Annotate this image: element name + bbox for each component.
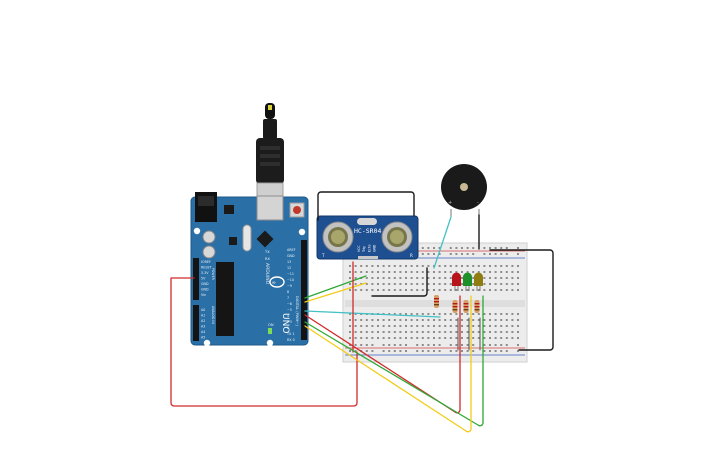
wires <box>170 191 554 433</box>
tx-label: TX <box>264 250 270 254</box>
arduino-label: ARDUINO <box>264 263 270 285</box>
pin-label: GND <box>201 288 209 292</box>
green-led[interactable] <box>463 272 472 292</box>
yellow-led[interactable] <box>474 272 483 292</box>
usb-cable[interactable] <box>256 103 284 220</box>
pin-label: AREF <box>287 248 296 252</box>
wire-black-sensor-gnd[interactable] <box>317 191 415 221</box>
wire-yellow-echo[interactable] <box>304 282 367 303</box>
sensor-pin-label: Trig <box>362 246 366 253</box>
sensor-r-label: R <box>410 253 413 258</box>
pin-label: A0 <box>201 308 205 312</box>
pin-label: ~6 <box>287 302 292 306</box>
wire-red-5v[interactable] <box>170 277 358 407</box>
uno-label: UNO <box>280 313 290 333</box>
rx-label: RX <box>265 257 270 261</box>
pin-label: Vin <box>201 293 206 297</box>
power-header-title: POWER <box>211 268 215 281</box>
atmega-chip <box>216 262 234 336</box>
pin-label: 7 <box>287 296 289 300</box>
pin-label: 4 <box>287 314 289 318</box>
pin-label: ~11 <box>287 272 294 276</box>
wire-cyan-signal[interactable] <box>304 310 441 318</box>
sensor-model-label: HC-SR04 <box>354 227 381 235</box>
wire-black-rail-loop[interactable] <box>489 249 554 351</box>
pin-label: A5 <box>201 336 205 340</box>
pin-label: A4 <box>201 330 205 334</box>
sensor-pin-label: VCC <box>357 245 361 252</box>
pin-label: ~10 <box>287 278 294 282</box>
pin-label: 12 <box>287 266 291 270</box>
buzzer-center-icon <box>460 183 468 191</box>
pin-label: 3.3V <box>201 271 209 275</box>
analog-header <box>193 305 199 341</box>
pin-label: RX 0 <box>287 338 295 342</box>
pin-label: 5V <box>201 277 206 281</box>
sensor-pin-label: GND <box>373 244 377 252</box>
wire-cyan-buzzer[interactable] <box>433 216 452 269</box>
pin-label: 2 <box>287 326 289 330</box>
pin-label: GND <box>287 254 295 258</box>
sensor-pin-label: Echo <box>367 244 371 252</box>
led-group[interactable] <box>434 272 483 314</box>
wire-yellow-led[interactable] <box>304 295 472 433</box>
wire-green-trig[interactable] <box>304 275 367 299</box>
reset-button[interactable] <box>293 206 301 214</box>
resistor-red-led[interactable] <box>452 300 458 313</box>
buzzer-plus-label: + <box>448 200 452 206</box>
usb-port <box>256 195 284 221</box>
pin-label: ~3 <box>287 320 292 324</box>
digital-header <box>301 240 307 340</box>
digital-pin-labels: AREF GND 13 12 ~11 ~10 ~9 8 7 ~6 ~5 4 ~3 2 TX 1 RX 0 <box>286 248 296 342</box>
pin-label: A3 <box>201 325 205 329</box>
digital-header-title: DIGITAL (PWM~) <box>295 296 299 326</box>
wire-green-led[interactable] <box>304 295 484 427</box>
pin-label: ~5 <box>287 308 292 312</box>
wire-black-gnd-rail[interactable] <box>371 267 428 297</box>
buzzer-minus-label: - <box>477 200 479 206</box>
pin-label: ~9 <box>287 284 292 288</box>
power-header <box>193 258 199 300</box>
pin-label: RESET <box>201 266 213 270</box>
pin-label: IOREF <box>201 260 211 264</box>
svg-text:∞: ∞ <box>272 280 276 286</box>
pin-label: GND <box>201 282 209 286</box>
arduino-uno-board[interactable]: ∞ UNO ARDUINO DIGITAL (PWM~) POWER ANALO… <box>190 192 309 347</box>
on-label: ON <box>268 323 274 327</box>
pin-label: TX 1 <box>286 332 294 336</box>
analog-header-title: ANALOG IN <box>211 306 215 324</box>
arduino-logo-icon <box>269 276 285 288</box>
pin-label: 13 <box>287 260 291 264</box>
pin-label: 8 <box>287 290 289 294</box>
resistor-green-led[interactable] <box>463 300 469 313</box>
sensor-t-label: T <box>321 253 325 258</box>
resistor-yellow-led[interactable] <box>474 300 480 313</box>
red-led[interactable] <box>452 272 461 292</box>
resistor-buzzer[interactable] <box>434 295 439 308</box>
pin-label: A1 <box>201 314 205 318</box>
pin-label: A2 <box>201 319 205 323</box>
piezo-buzzer[interactable]: + - <box>441 164 487 217</box>
